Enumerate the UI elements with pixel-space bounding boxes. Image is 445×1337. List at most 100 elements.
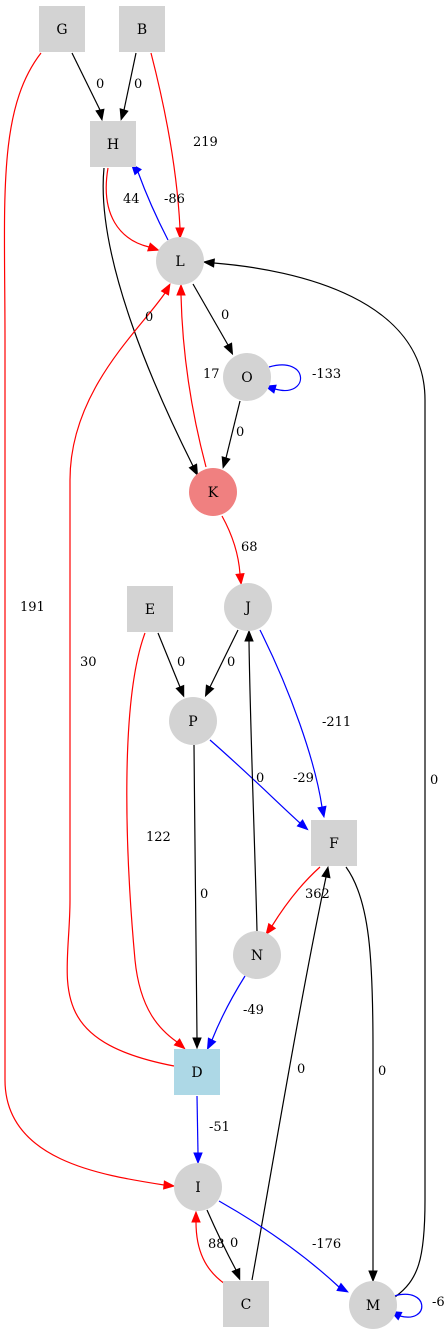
edge-i-m (218, 1200, 349, 1293)
node-j[interactable]: J (224, 583, 272, 631)
edge-line (193, 744, 198, 1039)
edge-b-l (150, 52, 185, 240)
edge-label-m-l: 0 (430, 773, 438, 788)
edge-b-h (119, 52, 137, 121)
node-box (223, 1281, 269, 1327)
edge-m-l (202, 258, 426, 1298)
node-n[interactable]: N (233, 931, 281, 979)
edge-label-i-c: 0 (230, 1236, 238, 1251)
edge-label-k-l: 17 (203, 367, 220, 382)
edge-label-i-m: -176 (312, 1237, 341, 1252)
edge-line (225, 400, 241, 459)
arrowhead (221, 456, 231, 469)
edge-line (211, 975, 246, 1041)
edge-line (180, 294, 207, 468)
node-circle (223, 353, 271, 401)
edge-line (105, 167, 150, 248)
edge-line (71, 52, 101, 111)
edge-label-c-f: 0 (297, 1062, 305, 1077)
edge-l-o (192, 283, 234, 356)
arrowhead (296, 819, 309, 831)
edge-i-c (206, 1209, 241, 1281)
edge-label-g-h: 0 (96, 77, 104, 92)
edge-k-j (221, 515, 245, 586)
edge-line (196, 1095, 199, 1154)
edge-o-k (221, 400, 241, 469)
edge-n-j (244, 629, 258, 932)
node-l[interactable]: L (156, 237, 204, 285)
node-d[interactable]: D (174, 1049, 220, 1095)
edge-line (192, 283, 229, 346)
node-f[interactable]: F (311, 820, 357, 866)
node-box (311, 820, 357, 866)
edge-line (66, 292, 175, 1067)
arrowhead (192, 1037, 202, 1050)
node-label: J (243, 600, 251, 616)
node-circle (349, 1281, 397, 1329)
edges-layer (3, 52, 426, 1321)
edge-line (393, 1293, 423, 1318)
node-i[interactable]: I (174, 1163, 222, 1211)
node-label: L (175, 254, 184, 270)
edge-line (102, 167, 194, 467)
node-label: K (208, 485, 219, 501)
arrowhead (317, 805, 327, 819)
node-label: P (188, 714, 197, 730)
node-e[interactable]: E (127, 586, 173, 632)
node-label: D (191, 1065, 202, 1081)
node-box (174, 1049, 220, 1095)
node-label: B (137, 22, 147, 38)
edge-k-l (176, 283, 207, 468)
node-g[interactable]: G (39, 6, 85, 52)
arrowhead (173, 1038, 186, 1050)
arrowhead (147, 242, 160, 252)
edge-g-i (3, 52, 176, 1190)
edge-label-f-m: 0 (378, 1064, 386, 1079)
edge-line (157, 632, 181, 688)
edge-label-n-d: -49 (243, 1003, 264, 1018)
edge-e-p (157, 632, 185, 698)
edge-label-m-m: -6 (432, 1295, 445, 1310)
edge-line (195, 1221, 226, 1285)
node-label: H (107, 137, 119, 153)
node-h[interactable]: H (90, 121, 136, 167)
arrowhead (206, 1037, 217, 1051)
node-c[interactable]: C (223, 1281, 269, 1327)
node-b[interactable]: B (119, 6, 165, 52)
edge-line (3, 52, 165, 1186)
edge-n-d (206, 975, 246, 1051)
edge-j-p (204, 629, 239, 698)
edge-label-l-h: -86 (164, 192, 185, 207)
edge-c-i (191, 1210, 226, 1285)
node-label: E (145, 602, 155, 618)
edge-label-o-o: -133 (312, 367, 341, 382)
edge-label-n-j: 0 (256, 771, 264, 786)
arrowhead (175, 684, 185, 698)
arrowhead (95, 108, 105, 122)
arrowhead (223, 342, 234, 356)
arrowhead (231, 1267, 241, 1281)
arrowhead (176, 283, 186, 296)
node-label: M (366, 1298, 380, 1314)
edge-p-f (209, 739, 309, 831)
node-m[interactable]: M (349, 1281, 397, 1329)
edge-label-l-o: 0 (221, 308, 229, 323)
edge-label-h-l: 44 (123, 192, 140, 207)
node-label: C (241, 1297, 252, 1313)
arrowhead (119, 108, 129, 121)
node-circle (174, 1163, 222, 1211)
edge-line (209, 629, 239, 688)
node-label: O (241, 370, 252, 386)
node-circle (189, 468, 237, 516)
edge-line (248, 640, 258, 932)
node-o[interactable]: O (223, 353, 271, 401)
edge-line (251, 876, 327, 1281)
edge-f-n (265, 866, 321, 936)
edge-e-d (126, 632, 186, 1050)
node-circle (169, 697, 217, 745)
node-k[interactable]: K (189, 468, 237, 516)
node-p[interactable]: P (169, 697, 217, 745)
edge-line (271, 866, 321, 927)
edge-label-j-p: 0 (227, 655, 235, 670)
